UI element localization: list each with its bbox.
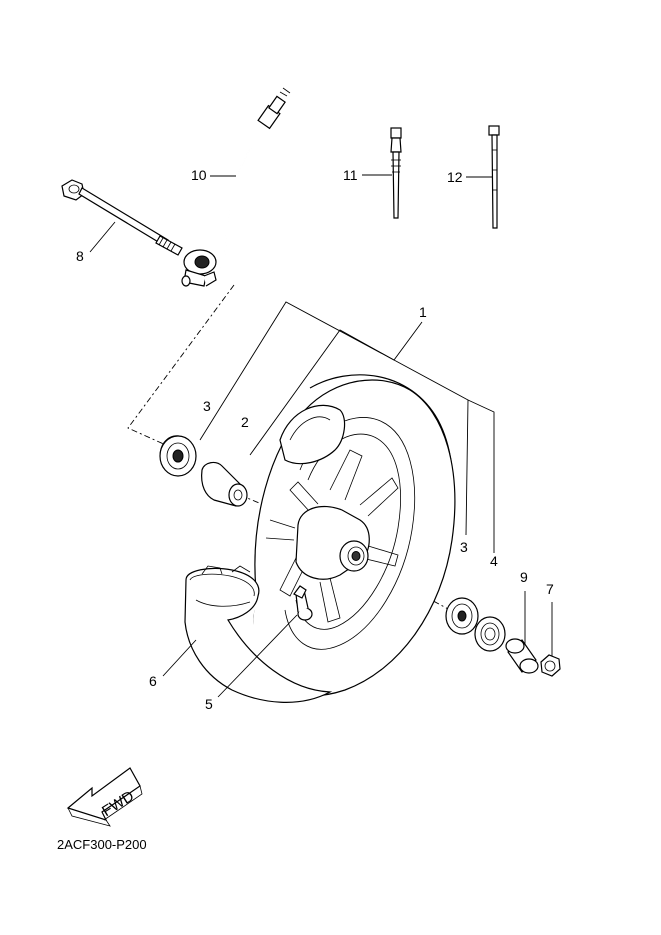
callout-2-label: 2 [241,414,249,430]
callout-4: 4 [490,553,498,569]
part-5-tire-valve [293,585,313,621]
part-9-collar [505,638,539,674]
callout-11-label: 11 [343,167,358,183]
forward-direction-arrow: FWD [66,767,143,827]
callout-10-label: 10 [191,167,207,183]
diagram-code: 2ACF300-P200 [57,837,147,852]
callout-5: 5 [205,614,298,712]
callout-1-label: 1 [419,304,427,320]
callout-3-left: 3 [203,398,211,414]
part-1-wheel [249,374,456,697]
callout-3-right-label: 3 [460,539,468,555]
callout-3-right: 3 [460,539,468,555]
callout-6-label: 6 [149,673,157,689]
callout-12-label: 12 [447,169,463,185]
part-6-tire [184,565,333,703]
part-7-nut [540,654,561,677]
part-12-cable-tie [488,125,500,229]
callout-9: 9 [520,569,528,644]
callout-12: 12 [447,169,493,185]
part-8-axle-bolt [61,179,183,256]
callout-3-left-label: 3 [203,398,211,414]
callout-5-label: 5 [205,696,213,712]
callout-4-label: 4 [490,553,498,569]
part-3-bearing-right [445,597,479,635]
callout-1: 1 [199,301,495,553]
callout-2: 2 [241,414,249,430]
assembly-dashed-line [127,284,235,447]
callout-7: 7 [546,581,554,656]
part-11-cable-tie [390,127,402,219]
callout-6: 6 [149,639,197,689]
part-4-oil-seal [474,616,506,652]
part-2-collar [201,461,248,507]
part-3-bearing-left [159,435,197,477]
callout-9-label: 9 [520,569,528,585]
callout-11: 11 [343,167,392,183]
part-10-speedometer-cable [181,87,291,287]
callout-8-label: 8 [76,248,84,264]
callout-7-label: 7 [546,581,554,597]
callout-10: 10 [191,167,236,183]
callout-8: 8 [76,221,116,264]
